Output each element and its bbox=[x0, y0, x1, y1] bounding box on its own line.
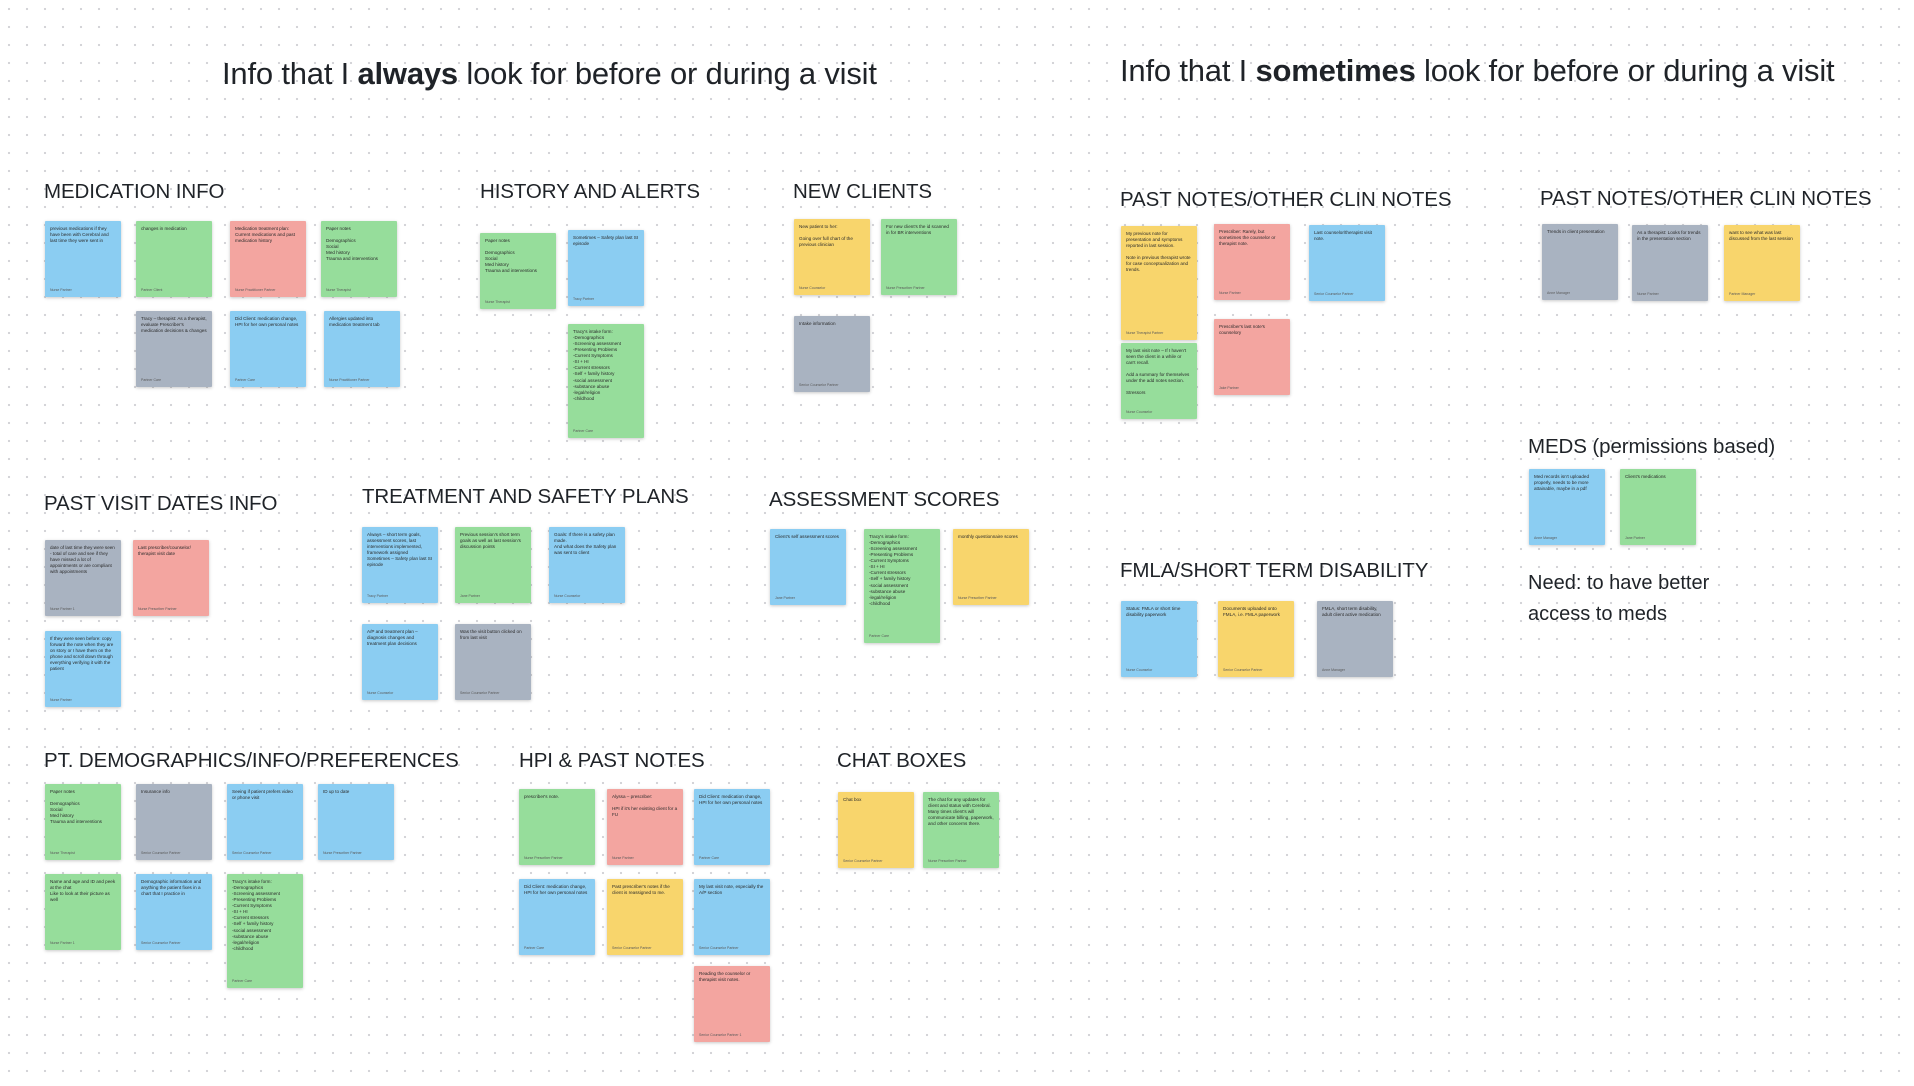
sticky-note[interactable]: Tracy's intake form: -Demographics -Scre… bbox=[864, 529, 940, 643]
section-title-assessment-scores: ASSESSMENT SCORES bbox=[769, 488, 1000, 511]
sticky-note[interactable]: Past prescriber's notes if the client is… bbox=[607, 879, 683, 955]
sticky-note[interactable]: Did Client: medication change, HPI for h… bbox=[230, 311, 306, 387]
sticky-note[interactable]: Did Client: medication change, HPI for h… bbox=[694, 789, 770, 865]
sticky-note[interactable]: Previous session's short term goals as w… bbox=[455, 527, 531, 603]
sticky-note[interactable]: FMLA, short term disability, adult clien… bbox=[1317, 601, 1393, 677]
sticky-note[interactable]: Paper notes Demographics Social Med hist… bbox=[45, 784, 121, 860]
sticky-note[interactable]: date of last time they were seen - total… bbox=[45, 540, 121, 616]
section-title-meds-permissions: MEDS (permissions based) bbox=[1528, 435, 1776, 458]
sticky-note[interactable]: want to see what was last discussed from… bbox=[1724, 225, 1800, 301]
sticky-note[interactable]: Paper notes Demographics Social Med hist… bbox=[321, 221, 397, 297]
sticky-note[interactable]: Goals: If there is a safety plan made. A… bbox=[549, 527, 625, 603]
sticky-note[interactable]: Was the visit button clicked on from las… bbox=[455, 624, 531, 700]
section-title-hpi-past-notes: HPI & PAST NOTES bbox=[519, 749, 705, 772]
section-title-chat-boxes: CHAT BOXES bbox=[837, 749, 967, 772]
sticky-note[interactable]: Always – short term goals, assessment sc… bbox=[362, 527, 438, 603]
need-text: Need: to have better access to meds bbox=[1528, 572, 1710, 625]
sticky-note[interactable]: As a therapist: Looks for trends in the … bbox=[1632, 225, 1708, 301]
sticky-note[interactable]: Prescriber: Rarely, but sometimes the co… bbox=[1214, 224, 1290, 300]
sticky-note[interactable]: My last visit note – If I haven't seen t… bbox=[1121, 343, 1197, 419]
section-title-medication-info: MEDICATION INFO bbox=[44, 180, 225, 203]
sticky-note[interactable]: previous medications if they have been w… bbox=[45, 221, 121, 297]
sticky-note[interactable]: My last visit note, especially the A/P s… bbox=[694, 879, 770, 955]
section-title-fmla: FMLA/SHORT TERM DISABILITY bbox=[1120, 559, 1429, 582]
sticky-note[interactable]: Last prescriber/counselor/ therapist vis… bbox=[133, 540, 209, 616]
sticky-note[interactable]: For new client's the id scanned in for B… bbox=[881, 219, 957, 295]
board-title-sometimes: Info that I sometimes look for before or… bbox=[1120, 53, 1835, 88]
section-title-past-visit-dates: PAST VISIT DATES INFO bbox=[44, 492, 278, 515]
sticky-note[interactable]: Med records isn't uploaded properly, nee… bbox=[1529, 469, 1605, 545]
sticky-note[interactable]: Medication treatment plan: Current medic… bbox=[230, 221, 306, 297]
section-title-demographics: PT. DEMOGRAPHICS/INFO/PREFERENCES bbox=[44, 749, 459, 772]
sticky-note[interactable]: Seeing if patient prefers video or phone… bbox=[227, 784, 303, 860]
board-title-always: Info that I always look for before or du… bbox=[222, 56, 877, 91]
sticky-note[interactable]: Alyssa – prescriber: HPI if it's her exi… bbox=[607, 789, 683, 865]
section-title-past-notes-1: PAST NOTES/OTHER CLIN NOTES bbox=[1120, 188, 1452, 211]
sticky-note[interactable]: prescriber's note.Nurse Prescriber Partn… bbox=[519, 789, 595, 865]
sticky-note[interactable]: Did Client: medication change, HPI for h… bbox=[519, 879, 595, 955]
section-title-past-notes-2: PAST NOTES/OTHER CLIN NOTES bbox=[1540, 187, 1872, 210]
sticky-note[interactable]: If they were seen before: copy forward t… bbox=[45, 631, 121, 707]
section-title-new-clients: NEW CLIENTS bbox=[793, 180, 932, 203]
sticky-note[interactable]: Status: FMLA or short time disability pa… bbox=[1121, 601, 1197, 677]
sticky-note[interactable]: New patient to her: Going over full char… bbox=[794, 219, 870, 295]
sticky-note[interactable]: Reading the counselor or therapist visit… bbox=[694, 966, 770, 1042]
sticky-note[interactable]: Name and age and ID and peek at the chat… bbox=[45, 874, 121, 950]
section-title-treatment-safety: TREATMENT AND SAFETY PLANS bbox=[362, 485, 689, 508]
sticky-note[interactable]: Tracy's intake form: -Demographics -Scre… bbox=[568, 324, 644, 438]
sticky-note[interactable]: Tracy – therapist: As a therapist, evalu… bbox=[136, 311, 212, 387]
sticky-note[interactable]: Demographic information and anything the… bbox=[136, 874, 212, 950]
sticky-note[interactable]: Tracy's intake form: -Demographics -Scre… bbox=[227, 874, 303, 988]
sticky-note[interactable]: My previous note for presentation and sy… bbox=[1121, 226, 1197, 340]
sticky-note[interactable]: Documents uploaded onto FMLA, i.e. FMLA … bbox=[1218, 601, 1294, 677]
sticky-note[interactable]: The chat for any updates for client and … bbox=[923, 792, 999, 868]
section-title-history-alerts: HISTORY AND ALERTS bbox=[480, 180, 700, 203]
sticky-note[interactable]: Allergies updated into medication treatm… bbox=[324, 311, 400, 387]
sticky-note[interactable]: Paper notes Demographics Social Med hist… bbox=[480, 233, 556, 309]
sticky-note[interactable]: Last counselor/therapist visit note.Seni… bbox=[1309, 225, 1385, 301]
sticky-note[interactable]: A/P and treatment plan – diagnosis chang… bbox=[362, 624, 438, 700]
